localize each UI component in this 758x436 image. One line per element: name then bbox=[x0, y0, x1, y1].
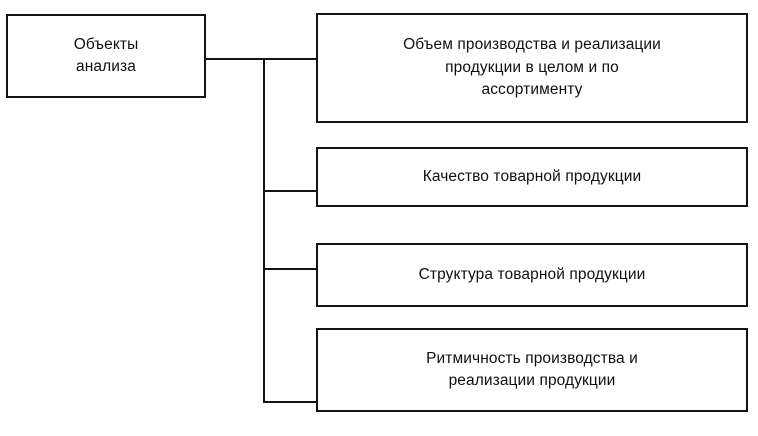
node-branch-structure: Структура товарной продукции bbox=[316, 243, 748, 307]
node-branch-quality: Качество товарной продукции bbox=[316, 147, 748, 207]
connector-branch-structure bbox=[263, 268, 318, 270]
node-branch-volume: Объем производства и реализации продукци… bbox=[316, 13, 748, 123]
connector-root-stem bbox=[206, 58, 265, 60]
node-root-label: Объекты анализа bbox=[73, 35, 139, 75]
node-branch-structure-label: Структура товарной продукции bbox=[418, 265, 646, 283]
node-root-objects-of-analysis: Объекты анализа bbox=[6, 14, 206, 98]
node-branch-rhythm-label: Ритмичность производства и реализации пр… bbox=[426, 349, 638, 389]
node-branch-rhythm: Ритмичность производства и реализации пр… bbox=[316, 328, 748, 412]
node-branch-quality-label: Качество товарной продукции bbox=[422, 167, 642, 185]
connector-branch-quality bbox=[263, 190, 318, 192]
connector-branch-volume bbox=[263, 58, 318, 60]
node-branch-volume-label: Объем производства и реализации продукци… bbox=[403, 36, 661, 99]
connector-vertical-trunk bbox=[263, 58, 265, 403]
connector-branch-rhythm bbox=[263, 401, 318, 403]
